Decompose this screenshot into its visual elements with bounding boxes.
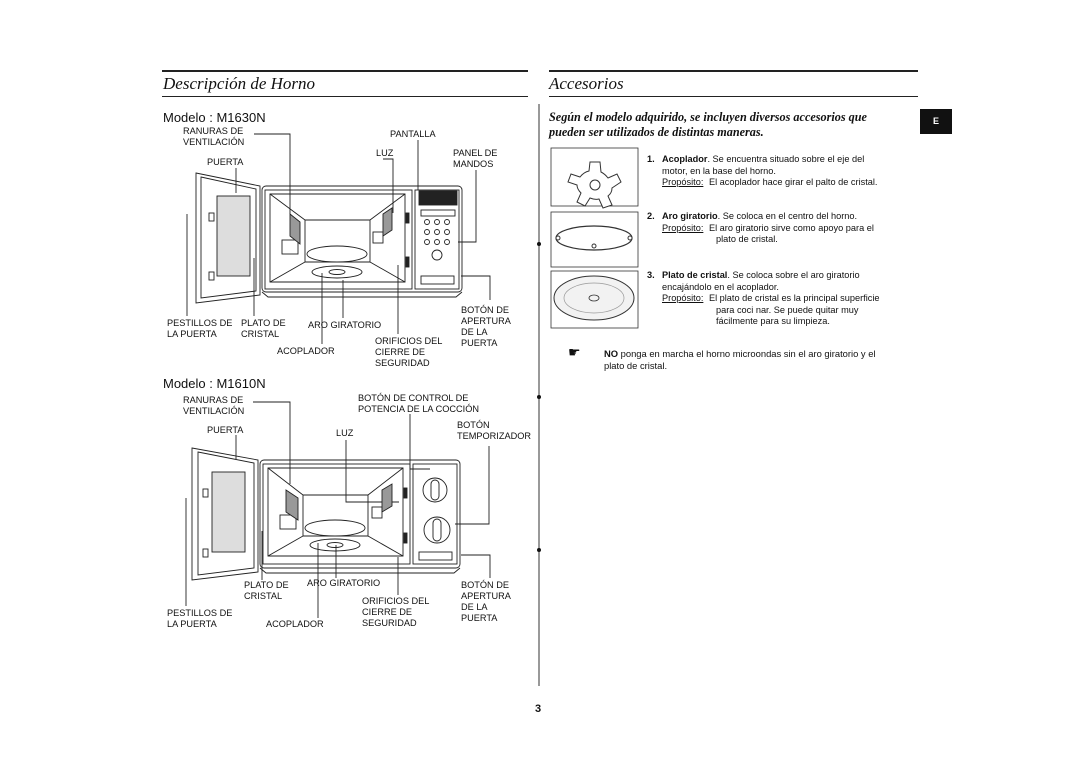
purpose-text-2: para coci nar. Se puede quitar muy xyxy=(716,304,859,315)
m2-label-puerta: PUERTA xyxy=(207,425,244,435)
accessory-number: 1. xyxy=(647,154,655,164)
left-title-rule-top xyxy=(162,70,528,72)
accessory-desc-2: motor, en la base del horno. xyxy=(662,165,776,176)
note-bold: NO xyxy=(604,348,619,359)
purpose-text: El aro giratorio sirve como apoyo para e… xyxy=(708,222,874,233)
m2-label-acoplador: ACOPLADOR xyxy=(266,619,324,629)
accessory-number: 3. xyxy=(647,270,655,280)
pointing-hand-icon: ☛ xyxy=(568,345,581,361)
purpose-label: Propósito: xyxy=(662,293,704,303)
left-section-title: Descripción de Horno xyxy=(163,74,316,93)
right-section-title: Accesorios xyxy=(549,74,624,93)
right-title-rule-top xyxy=(549,70,918,72)
purpose-text-2: plato de cristal. xyxy=(716,234,778,244)
purpose-text: El plato de cristal es la principal supe… xyxy=(708,293,880,303)
m2-label-orificios: ORIFICIOS DEL CIERRE DE SEGURIDAD xyxy=(362,596,430,628)
m1-label-pestillos: PESTILLOS DE LA PUERTA xyxy=(167,318,233,339)
m1-label-luz: LUZ xyxy=(376,148,394,158)
accessory-item-roller-ring: 2. Aro giratorio. Se coloca en el centro… xyxy=(647,211,917,246)
m2-label-boton-control: BOTÓN DE CONTROL DE POTENCIA DE LA COCCI… xyxy=(358,393,479,414)
m1-label-acoplador: ACOPLADOR xyxy=(277,346,335,356)
accessory-desc: . Se coloca en el centro del horno. xyxy=(717,211,858,221)
accessory-item-coupler: 1. Acoplador. Se encuentra situado sobre… xyxy=(647,154,917,189)
m2-label-luz: LUZ xyxy=(336,428,354,438)
m2-label-aro: ARO GIRATORIO xyxy=(307,578,381,588)
purpose-text: El acoplador hace girar el palto de cris… xyxy=(708,177,878,187)
accessory-name: Acoplador xyxy=(662,154,708,164)
note-text: ponga en marcha el horno microondas sin … xyxy=(618,348,876,359)
m1-label-plato: PLATO DE CRISTAL xyxy=(241,318,286,339)
m1-label-boton-apertura: BOTÓN DE APERTURA DE LA PUERTA xyxy=(461,305,511,348)
purpose-label: Propósito: xyxy=(662,177,704,187)
safety-note: NO ponga en marcha el horno microondas s… xyxy=(604,348,919,372)
note-text-2: plato de cristal. xyxy=(604,360,668,371)
accessory-number: 2. xyxy=(647,211,655,221)
m1-label-panel: PANEL DE MANDOS xyxy=(453,148,498,169)
accessory-desc-2: encajándolo en el acoplador. xyxy=(662,281,779,292)
m2-label-boton-apertura: BOTÓN DE APERTURA DE LA PUERTA xyxy=(461,580,511,623)
left-title-rule-bottom xyxy=(162,96,528,97)
accessory-item-glass-tray: 3. Plato de cristal. Se coloca sobre el … xyxy=(647,270,917,328)
purpose-text-3: fácilmente para su limpieza. xyxy=(716,316,830,326)
accessories-intro: Según el modelo adquirido, se incluyen d… xyxy=(549,110,867,139)
m1-label-pantalla: PANTALLA xyxy=(390,129,436,139)
language-badge: E xyxy=(920,109,952,134)
accessory-desc: . Se encuentra situado sobre el eje del xyxy=(707,154,865,164)
accessory-name: Aro giratorio xyxy=(662,211,718,221)
m2-label-ventilacion: RANURAS DE VENTILACIÓN xyxy=(183,395,245,416)
model2-title: Modelo : M1610N xyxy=(163,376,266,391)
model1-title: Modelo : M1630N xyxy=(163,110,266,125)
m2-label-pestillos: PESTILLOS DE LA PUERTA xyxy=(167,608,233,629)
m1-label-aro: ARO GIRATORIO xyxy=(308,320,382,330)
accessory-desc: . Se coloca sobre el aro giratorio xyxy=(727,270,860,280)
m2-label-boton-temp: BOTÓN TEMPORIZADOR xyxy=(457,420,532,441)
m1-label-orificios: ORIFICIOS DEL CIERRE DE SEGURIDAD xyxy=(375,336,443,368)
accessory-name: Plato de cristal xyxy=(662,270,728,280)
m1-label-ventilacion: RANURAS DE VENTILACIÓN xyxy=(183,126,245,147)
m1-label-puerta: PUERTA xyxy=(207,157,244,167)
right-title-rule-bottom xyxy=(549,96,918,97)
page-number: 3 xyxy=(535,703,542,715)
purpose-label: Propósito: xyxy=(662,222,704,233)
m2-label-plato: PLATO DE CRISTAL xyxy=(244,580,289,601)
